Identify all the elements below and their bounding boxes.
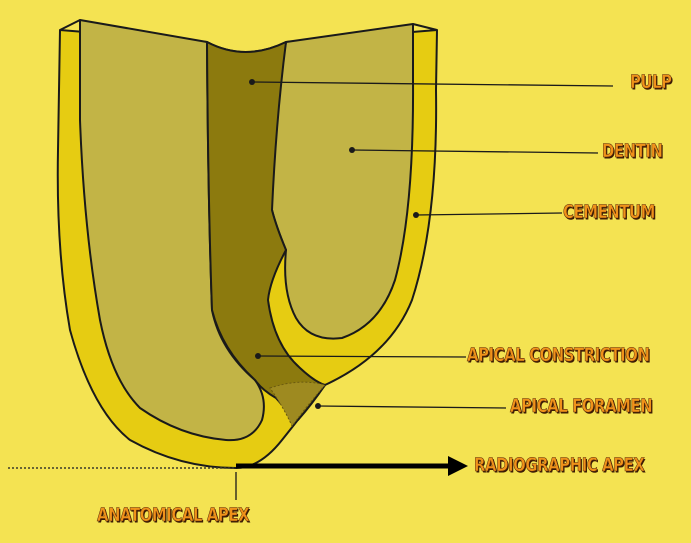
label-dentin: DENTIN xyxy=(602,142,663,161)
label-pulp: PULP xyxy=(630,73,672,92)
leader-apical-foramen xyxy=(318,406,506,408)
label-radiographic-apex: RADIOGRAPHIC APEX xyxy=(474,456,644,475)
dot-cementum xyxy=(413,212,419,218)
dot-apical-foramen xyxy=(315,403,321,409)
dot-pulp xyxy=(249,79,255,85)
dot-dentin xyxy=(349,147,355,153)
root-top-left-edge xyxy=(60,20,80,30)
radiographic-arrow xyxy=(236,456,468,476)
root-top-right-edge xyxy=(413,24,437,30)
label-apical-foramen: APICAL FORAMEN xyxy=(510,397,652,416)
dot-apical-constriction xyxy=(255,353,261,359)
label-cementum: CEMENTUM xyxy=(563,203,655,222)
label-anatomical-apex: ANATOMICAL APEX xyxy=(97,506,249,525)
label-apical-constriction: APICAL CONSTRICTION xyxy=(467,346,649,365)
leader-cementum xyxy=(416,213,562,215)
